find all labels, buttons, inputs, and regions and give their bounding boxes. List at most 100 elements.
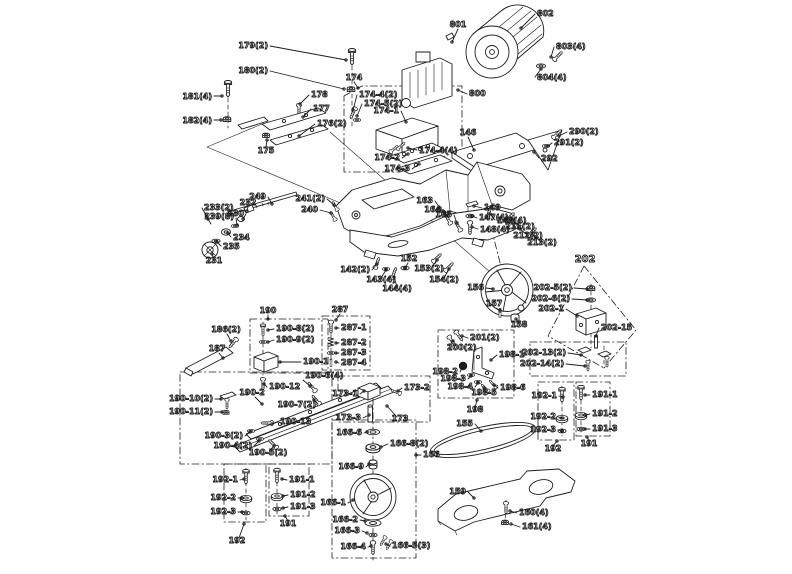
- part-label-202: 202: [575, 254, 596, 265]
- part-label-161(4): 161(4): [522, 522, 552, 531]
- part-label-149: 149: [484, 203, 501, 212]
- box-190: [249, 318, 329, 374]
- part-label-173-3: 173-3: [335, 413, 361, 422]
- part-label-287-2: 287-2: [341, 338, 367, 347]
- part-label-201(2): 201(2): [470, 333, 500, 342]
- part-label-174-4(2): 174-4(2): [359, 90, 397, 99]
- bracket-202-group: [575, 283, 612, 372]
- part-label-239(8): 239(8): [204, 212, 234, 221]
- part-label-249: 249: [249, 192, 266, 201]
- part-label-190-12: 190-12: [269, 382, 300, 391]
- table-plate-group: [437, 468, 576, 536]
- blade-group: [429, 421, 537, 459]
- part-label-191: 191: [280, 519, 297, 528]
- part-label-180(2): 180(2): [238, 66, 268, 75]
- part-label-166-2: 166-2: [332, 515, 358, 524]
- part-label-198-6: 198-6: [500, 383, 526, 392]
- stack-287-group: [326, 319, 336, 373]
- part-label-192: 192: [229, 536, 246, 545]
- part-label-146: 146: [460, 128, 477, 137]
- part-label-173-1: 173-1: [332, 389, 358, 398]
- part-label-212(2): 212(2): [513, 231, 543, 240]
- part-label-190-1: 190-1: [303, 357, 329, 366]
- part-label-160(4): 160(4): [519, 508, 549, 517]
- part-label-232: 232: [240, 198, 257, 207]
- blade-guard-bracket-group: [222, 48, 357, 146]
- part-label-202-1: 202-1: [538, 304, 564, 313]
- assembly-boxes: [179, 85, 627, 559]
- part-label-198-3: 198-3: [440, 374, 466, 383]
- part-labels-layer: 179(2)180(2)181(4)182(4)178177176(2)1751…: [169, 9, 634, 552]
- part-label-192-2: 192-2: [530, 412, 556, 421]
- part-label-187: 187: [209, 344, 226, 353]
- part-label-192: 192: [545, 444, 562, 453]
- part-label-190-4(2): 190-4(2): [214, 441, 252, 450]
- part-label-211(2): 211(2): [505, 222, 535, 231]
- part-label-200(2): 200(2): [447, 343, 477, 352]
- part-label-192-2: 192-2: [210, 493, 236, 502]
- box-191-right: [575, 381, 611, 437]
- part-label-177: 177: [313, 104, 330, 113]
- part-label-157: 157: [486, 299, 503, 308]
- part-label-192-3: 192-3: [210, 507, 236, 516]
- base-plate-group: [451, 127, 564, 175]
- part-label-804(4): 804(4): [537, 73, 567, 82]
- part-label-166-4: 166-4: [340, 542, 366, 551]
- part-label-166-9: 166-9: [338, 462, 364, 471]
- part-label-149(4): 149(4): [497, 216, 527, 225]
- motor-key-drawing: [445, 32, 455, 41]
- box-166: [331, 419, 417, 559]
- part-label-202-6(2): 202-6(2): [532, 294, 570, 303]
- part-label-230: 230: [227, 209, 244, 218]
- part-label-190-3(2): 190-3(2): [205, 431, 243, 440]
- box-191-left: [268, 463, 310, 517]
- part-label-287-3: 287-3: [341, 348, 367, 357]
- part-label-163: 163: [416, 196, 433, 205]
- part-label-198-4: 198-4: [447, 382, 473, 391]
- part-label-173-2: 173-2: [404, 383, 430, 392]
- part-label-191-1: 191-1: [592, 390, 618, 399]
- part-label-156: 156: [467, 283, 484, 292]
- part-label-202-14(2): 202-14(2): [520, 359, 564, 368]
- part-label-155: 155: [456, 419, 473, 428]
- block-202-13-drawing: [577, 346, 612, 358]
- part-label-176(2): 176(2): [317, 119, 347, 128]
- part-label-166-5(3): 166-5(3): [392, 541, 430, 550]
- part-label-175: 175: [258, 146, 275, 155]
- part-label-190: 190: [260, 306, 277, 315]
- box-192-left: [223, 463, 267, 523]
- part-label-190-5(2): 190-5(2): [249, 448, 287, 457]
- part-label-154(2): 154(2): [429, 275, 459, 284]
- gearbox-drawing: [401, 57, 453, 109]
- part-label-202-13(2): 202-13(2): [522, 348, 566, 357]
- part-label-144(4): 144(4): [382, 284, 412, 293]
- box-202-sub: [529, 341, 627, 377]
- part-label-174: 174: [346, 73, 363, 82]
- part-label-240: 240: [301, 205, 318, 214]
- part-label-165: 165: [435, 210, 452, 219]
- part-label-152: 152: [401, 254, 418, 263]
- part-label-147(4): 147(4): [479, 213, 509, 222]
- part-label-800: 800: [469, 89, 486, 98]
- part-label-198-2: 198-2: [432, 367, 458, 376]
- part-label-166-6: 166-6: [336, 428, 362, 437]
- part-label-178: 178: [311, 90, 328, 99]
- part-label-802: 802: [537, 9, 554, 18]
- part-label-190-2: 190-2: [239, 388, 265, 397]
- part-label-292: 292: [541, 154, 558, 163]
- part-label-192-1: 192-1: [212, 475, 238, 484]
- part-label-198-5: 198-5: [471, 388, 497, 397]
- part-label-186(2): 186(2): [211, 325, 241, 334]
- part-label-198-1: 198-1: [499, 350, 525, 359]
- part-label-190-7(2): 190-7(2): [278, 400, 316, 409]
- part-label-287-4: 287-4: [341, 358, 367, 367]
- part-label-202-15: 202-15: [601, 323, 633, 332]
- part-label-190-13: 190-13: [280, 417, 311, 426]
- bracket-strip-drawing: [237, 116, 269, 130]
- part-label-166-3: 166-3: [334, 526, 360, 535]
- part-label-241(2): 241(2): [295, 194, 325, 203]
- part-label-148(4): 148(4): [480, 225, 510, 234]
- part-label-182(4): 182(4): [182, 116, 212, 125]
